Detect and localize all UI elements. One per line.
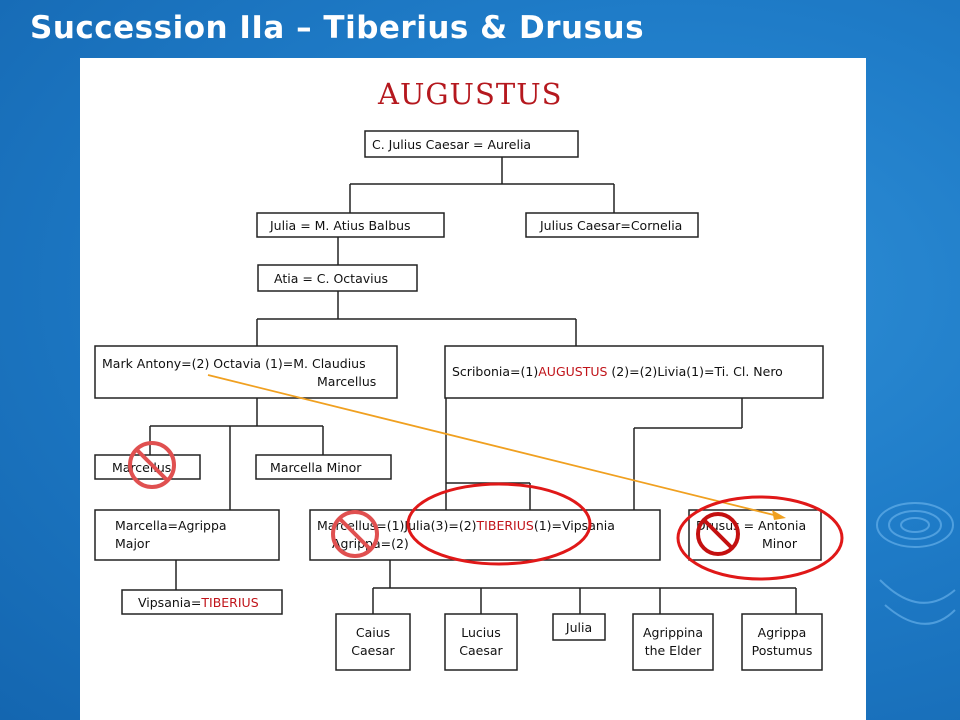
family-tree-diagram: AUGUSTUS C. Julius Caesar = (94, 77, 844, 671)
highlight-augustus: AUGUSTUS (538, 364, 607, 379)
highlight-tiberius: TIBERIUS (476, 518, 534, 533)
node-caesar-cornelia: Julius Caesar=Cornelia (525, 212, 699, 238)
svg-text:Caesar: Caesar (351, 643, 395, 658)
node-caesar-aurelia: C. Julius Caesar = Aurelia (364, 130, 579, 158)
svg-text:C. Julius Caesar = Aurelia: C. Julius Caesar = Aurelia (372, 137, 531, 152)
node-julia-tiberius: Marcellus=(1)Julia(3)=(2)TIBERIUS(1)=Vip… (309, 509, 661, 561)
slide-title: Succession IIa – Tiberius & Drusus (30, 10, 645, 46)
svg-text:Marcellus=(1)Julia(3)=(2)TIBER: Marcellus=(1)Julia(3)=(2)TIBERIUS(1)=Vip… (317, 518, 615, 533)
svg-text:Mark Antony=(2) Octavia (1)=M.: Mark Antony=(2) Octavia (1)=M. Claudius (102, 356, 366, 371)
connector-lines (149, 157, 797, 614)
svg-text:Drusus = Antonia: Drusus = Antonia (696, 518, 806, 533)
node-scribonia-augustus: Scribonia=(1)AUGUSTUS (2)=(2)Livia(1)=Ti… (444, 345, 824, 399)
node-lucius-caesar: Lucius Caesar (444, 613, 518, 671)
svg-text:Scribonia=(1)AUGUSTUS (2)=(2)L: Scribonia=(1)AUGUSTUS (2)=(2)Livia(1)=Ti… (452, 364, 783, 379)
svg-text:Julius Caesar=Cornelia: Julius Caesar=Cornelia (539, 218, 682, 233)
family-tree-panel: AUGUSTUS C. Julius Caesar = (80, 58, 866, 720)
svg-text:Major: Major (115, 536, 151, 551)
svg-text:Atia = C. Octavius: Atia = C. Octavius (274, 271, 388, 286)
svg-text:Agrippina: Agrippina (643, 625, 703, 640)
highlight-ring-julia-tiberius (406, 482, 592, 566)
svg-text:Lucius: Lucius (461, 625, 500, 640)
descent-arrow (207, 374, 786, 520)
node-marcellus: Marcellus (94, 454, 201, 480)
svg-text:the Elder: the Elder (645, 643, 702, 658)
node-julia-balbus: Julia = M. Atius Balbus (256, 212, 445, 238)
tree-heading: AUGUSTUS (377, 77, 563, 111)
svg-text:Julia: Julia (565, 620, 592, 635)
svg-text:Caius: Caius (356, 625, 390, 640)
node-agrippa-postumus: Agrippa Postumus (741, 613, 823, 671)
node-agrippina-elder: Agrippina the Elder (632, 613, 714, 671)
svg-text:Agrippa: Agrippa (758, 625, 807, 640)
svg-text:Agrippa=(2): Agrippa=(2) (332, 536, 409, 551)
node-atia-octavius: Atia = C. Octavius (257, 264, 418, 292)
node-marcella-major: Marcella=Agrippa Major (94, 509, 280, 561)
svg-text:Vipsania=TIBERIUS: Vipsania=TIBERIUS (138, 595, 259, 610)
node-antony-octavia: Mark Antony=(2) Octavia (1)=M. Claudius … (94, 345, 398, 399)
node-marcella-minor: Marcella Minor (255, 454, 392, 480)
ban-icon (331, 510, 379, 558)
node-caius-caesar: Caius Caesar (335, 613, 411, 671)
svg-text:Minor: Minor (762, 536, 798, 551)
highlight-ring-drusus-antonia (676, 495, 844, 581)
svg-text:Postumus: Postumus (752, 643, 813, 658)
svg-text:Marcella Minor: Marcella Minor (270, 460, 362, 475)
svg-text:Caesar: Caesar (459, 643, 503, 658)
node-drusus-antonia: Drusus = Antonia Minor (688, 509, 822, 561)
ban-icon (128, 441, 176, 489)
node-vipsania-tiberius: Vipsania=TIBERIUS (121, 589, 283, 615)
svg-text:Marcellus: Marcellus (317, 374, 376, 389)
ban-icon (696, 512, 740, 556)
node-julia-child: Julia (552, 613, 606, 641)
swirl-icon (876, 502, 956, 625)
svg-text:Marcella=Agrippa: Marcella=Agrippa (115, 518, 227, 533)
svg-text:Julia = M. Atius Balbus: Julia = M. Atius Balbus (269, 218, 411, 233)
